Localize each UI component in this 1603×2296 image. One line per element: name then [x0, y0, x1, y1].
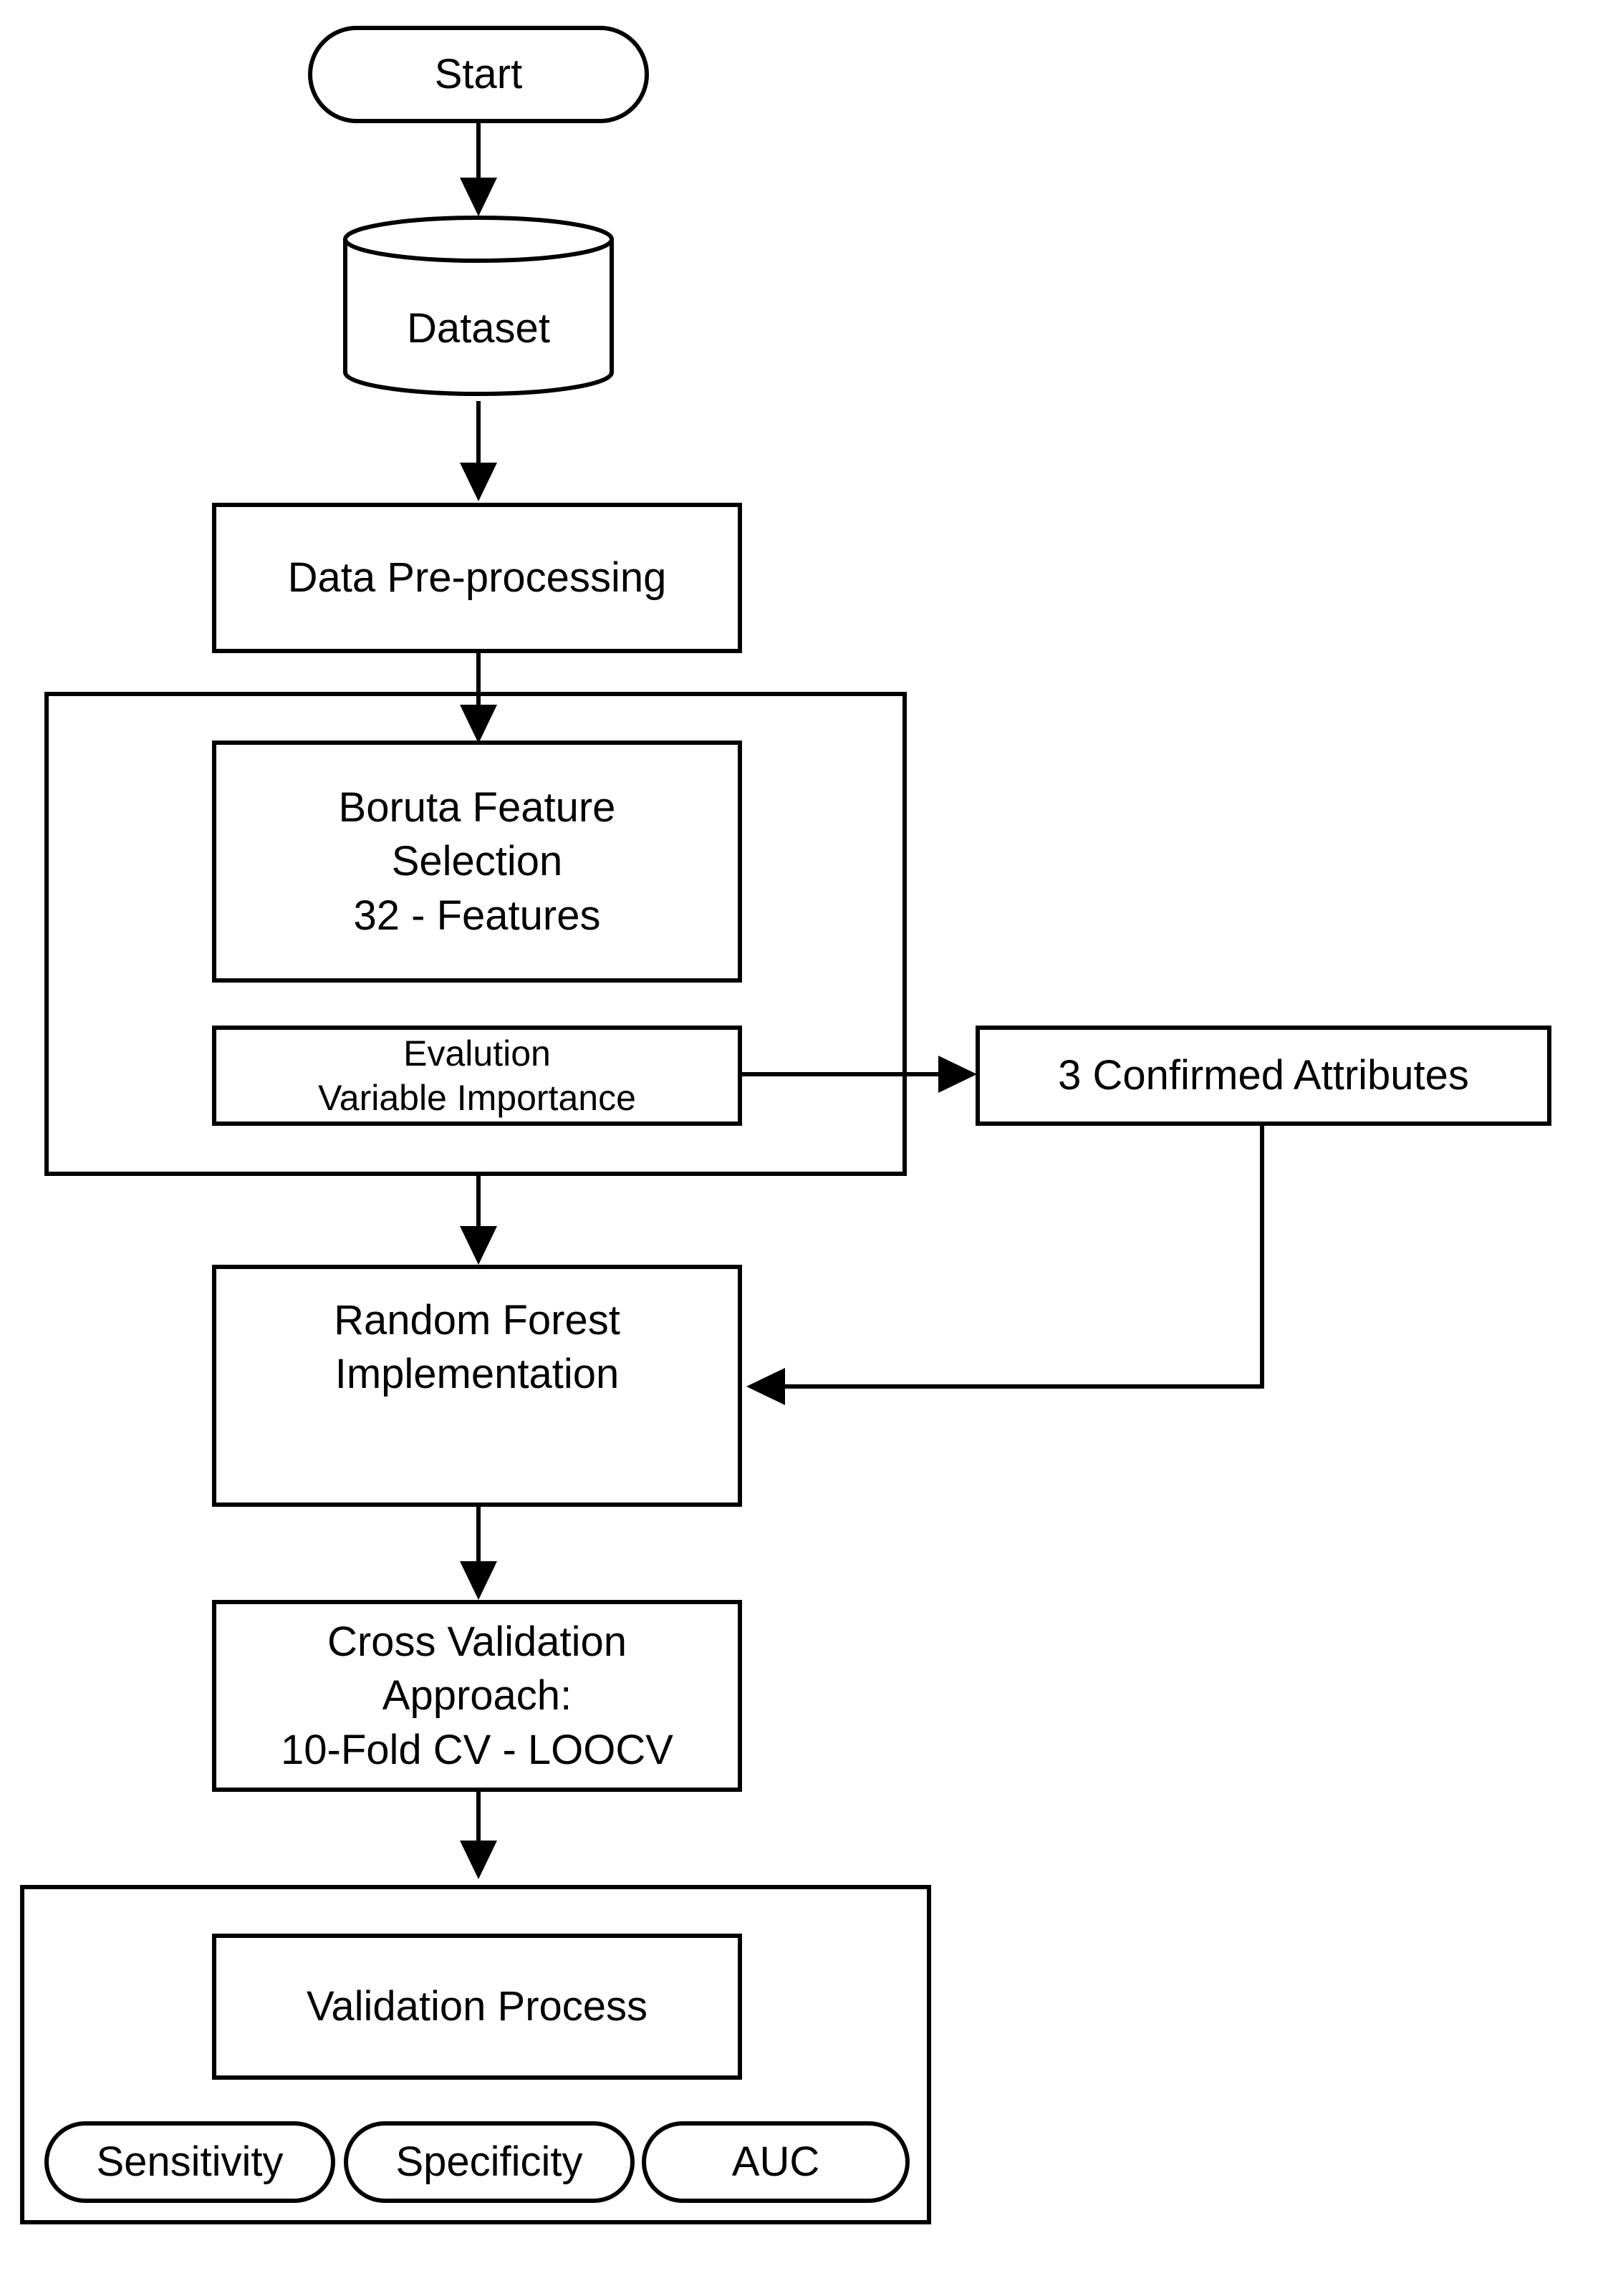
feature-selection-frame	[44, 692, 907, 1176]
evaluation-box	[212, 1026, 742, 1126]
arrowhead-evaluation-confirmed	[938, 1056, 977, 1093]
arrowhead-randomforest-crossvalidation	[460, 1561, 497, 1600]
preprocessing-box	[212, 503, 742, 653]
arrowhead-crossvalidation-validation	[460, 1841, 497, 1879]
dataset-cylinder	[343, 216, 614, 396]
boruta-label: Boruta Feature Selection 32 - Features	[338, 783, 616, 939]
metric-auc-label: AUC	[731, 2138, 820, 2186]
validation-process-label: Validation Process	[306, 1983, 648, 2030]
metric-sensitivity	[44, 2121, 335, 2203]
arrowhead-preprocessing-boruta	[460, 705, 497, 743]
arrow-confirmed-randomforest	[777, 1124, 1264, 1389]
validation-frame	[20, 1885, 931, 2224]
confirmed-attributes-label: 3 Confirmed Attributes	[1058, 1052, 1469, 1099]
arrowhead-start-dataset	[460, 178, 497, 216]
preprocessing-label: Data Pre-processing	[287, 554, 667, 602]
confirmed-attributes-box	[976, 1026, 1551, 1126]
boruta-box	[212, 741, 742, 983]
random-forest-box	[212, 1265, 742, 1507]
metric-auc	[642, 2121, 910, 2203]
arrowhead-boruta-randomforest	[460, 1226, 497, 1265]
validation-process-box	[212, 1934, 742, 2080]
random-forest-label: Random Forest Implementation	[334, 1296, 620, 1397]
dataset-label: Dataset	[407, 305, 550, 352]
metric-sensitivity-label: Sensitivity	[96, 2138, 284, 2186]
metric-specificity	[344, 2121, 635, 2203]
arrowhead-confirmed-randomforest	[746, 1368, 785, 1405]
evaluation-label: Evalution Variable Importance	[318, 1033, 636, 1119]
start-label: Start	[434, 51, 523, 98]
start-terminator	[308, 26, 649, 123]
cross-validation-label: Cross Validation Approach: 10-Fold CV - …	[281, 1618, 673, 1773]
metric-specificity-label: Specificity	[395, 2138, 583, 2186]
cross-validation-box	[212, 1600, 742, 1792]
arrowhead-dataset-preprocessing	[460, 463, 497, 501]
